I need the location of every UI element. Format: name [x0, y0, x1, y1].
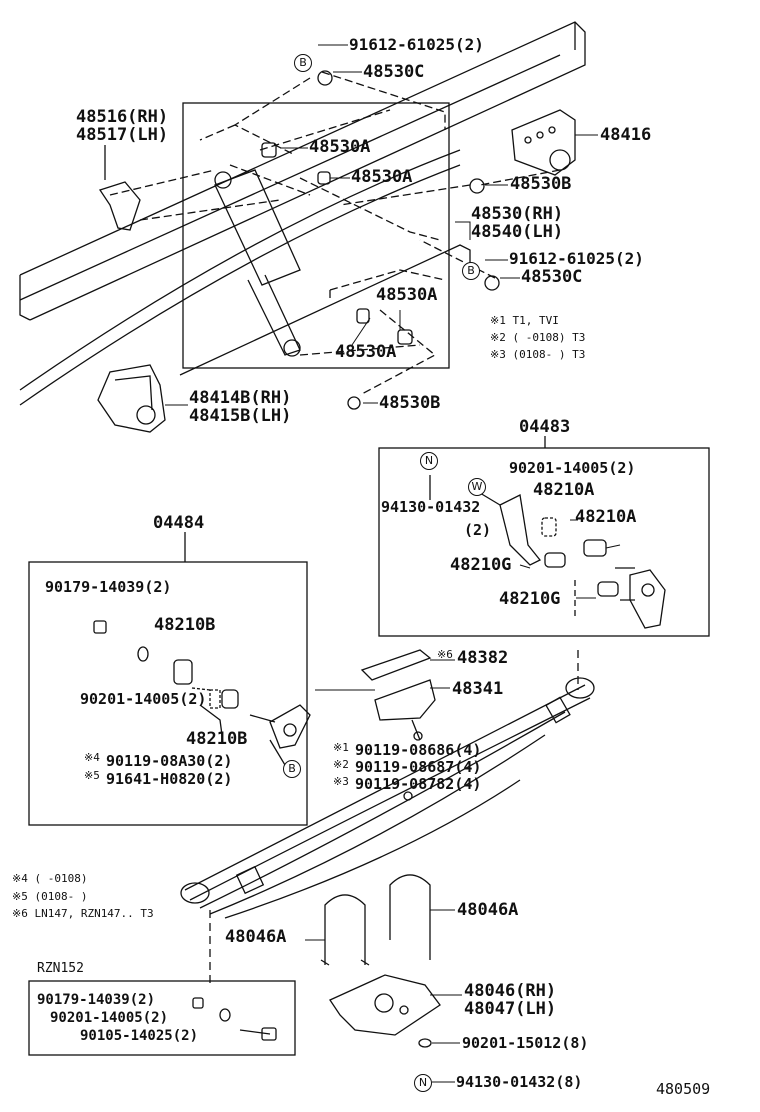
label-48416[interactable]: 48416 — [600, 125, 652, 145]
label-90201-left[interactable]: 90201-14005(2) — [80, 690, 207, 708]
bracket-48416-drawing — [511, 109, 576, 176]
kit-04484-parts-drawing — [93, 620, 311, 766]
label-rzn-90105[interactable]: 90105-14025(2) — [80, 1028, 199, 1044]
label-48210a-2[interactable]: 48210A — [575, 507, 637, 527]
label-90119-08687[interactable]: 90119-08687(4) — [355, 758, 482, 776]
mark-4: ※4 — [84, 751, 100, 764]
label-04483[interactable]: 04483 — [519, 417, 571, 437]
plates-48382-48341-drawing — [360, 649, 436, 741]
note-3: ※3 (0108- ) T3 — [490, 348, 586, 361]
label-48046a-1[interactable]: 48046A — [457, 900, 519, 920]
note-2: ※2 ( -0108) T3 — [490, 331, 586, 344]
marker-n-bottom: N — [414, 1074, 432, 1092]
label-48047-lh[interactable]: 48047(LH) — [464, 999, 557, 1019]
mark-6: ※6 — [437, 648, 453, 661]
note-1: ※1 T1, TVI — [490, 314, 559, 327]
label-94130-bottom[interactable]: 94130-01432(8) — [456, 1073, 583, 1091]
marker-b-top: B — [294, 54, 312, 72]
label-48530a-1[interactable]: 48530A — [309, 137, 371, 157]
label-90119-08782[interactable]: 90119-08782(4) — [355, 775, 482, 793]
label-48210g-2[interactable]: 48210G — [499, 589, 561, 609]
label-48210a-1[interactable]: 48210A — [533, 480, 595, 500]
label-48382[interactable]: 48382 — [457, 648, 509, 668]
marker-w-right: W — [468, 478, 486, 496]
label-48210b-2[interactable]: 48210B — [186, 729, 248, 749]
diagram-id: 480509 — [656, 1080, 711, 1098]
label-91612-mid[interactable]: 91612-61025(2) — [509, 249, 644, 268]
label-48530a-2[interactable]: 48530A — [351, 167, 413, 187]
label-91641[interactable]: 91641-H0820(2) — [106, 770, 233, 788]
marker-b-left: B — [283, 760, 301, 778]
leaf-spring-drawing — [180, 650, 595, 985]
mark-1: ※1 — [333, 741, 349, 754]
bracket-48414b-drawing — [97, 364, 166, 433]
label-48530c-mid[interactable]: 48530C — [521, 267, 583, 287]
label-48210g-1[interactable]: 48210G — [450, 555, 512, 575]
label-48530b-bot[interactable]: 48530B — [379, 393, 441, 413]
rzn152-parts-drawing — [192, 997, 277, 1041]
bracket-48516-drawing — [98, 145, 141, 231]
label-48530-rh[interactable]: 48530(RH) — [471, 204, 564, 224]
label-48210b-1[interactable]: 48210B — [154, 615, 216, 635]
label-48530a-4[interactable]: 48530A — [335, 342, 397, 362]
note-4: ※4 ( -0108) — [12, 872, 88, 885]
label-94130-right-qty: (2) — [464, 521, 492, 539]
marker-b-mid: B — [462, 262, 480, 280]
label-04484[interactable]: 04484 — [153, 513, 205, 533]
label-rzn-90201[interactable]: 90201-14005(2) — [50, 1010, 169, 1026]
label-90119-08686[interactable]: 90119-08686(4) — [355, 741, 482, 759]
label-48530c-top[interactable]: 48530C — [363, 62, 425, 82]
label-48516[interactable]: 48516(RH) — [76, 107, 169, 127]
kit-box-04484 — [28, 561, 308, 826]
label-90179-left[interactable]: 90179-14039(2) — [45, 578, 172, 596]
label-48540-lh[interactable]: 48540(LH) — [471, 222, 564, 242]
washer-90201-15012 — [418, 1038, 432, 1048]
spring-seat-48046-drawing — [329, 974, 441, 1036]
note-6: ※6 LN147, RZN147.. T3 — [12, 907, 154, 920]
label-48046a-2[interactable]: 48046A — [225, 927, 287, 947]
mark-5: ※5 — [84, 769, 100, 782]
shock-absorber-drawing — [214, 70, 500, 410]
marker-n-right: N — [420, 452, 438, 470]
note-5: ※5 (0108- ) — [12, 890, 88, 903]
kit-box-04483 — [378, 447, 710, 637]
label-48414b[interactable]: 48414B(RH) — [189, 388, 292, 408]
label-94130-right[interactable]: 94130-01432 — [381, 498, 481, 516]
label-48517[interactable]: 48517(LH) — [76, 125, 169, 145]
shock-absorber-frame — [182, 102, 450, 369]
label-48046-rh[interactable]: 48046(RH) — [464, 981, 557, 1001]
label-48341[interactable]: 48341 — [452, 679, 504, 699]
rzn152-box — [28, 980, 296, 1056]
mark-2: ※2 — [333, 758, 349, 771]
label-90119-08a30[interactable]: 90119-08A30(2) — [106, 752, 233, 770]
label-90201-15012[interactable]: 90201-15012(8) — [462, 1034, 589, 1052]
mark-3: ※3 — [333, 775, 349, 788]
label-91612-top[interactable]: 91612-61025(2) — [349, 35, 484, 54]
label-48415b[interactable]: 48415B(LH) — [189, 406, 292, 426]
label-90201-right[interactable]: 90201-14005(2) — [509, 459, 636, 477]
label-leaders — [165, 44, 621, 1083]
label-rzn-90179[interactable]: 90179-14039(2) — [37, 992, 156, 1008]
label-48530a-3[interactable]: 48530A — [376, 285, 438, 305]
u-bolts-drawing — [320, 874, 431, 966]
rzn152-title: RZN152 — [37, 961, 84, 976]
label-48530b-top[interactable]: 48530B — [510, 174, 572, 194]
